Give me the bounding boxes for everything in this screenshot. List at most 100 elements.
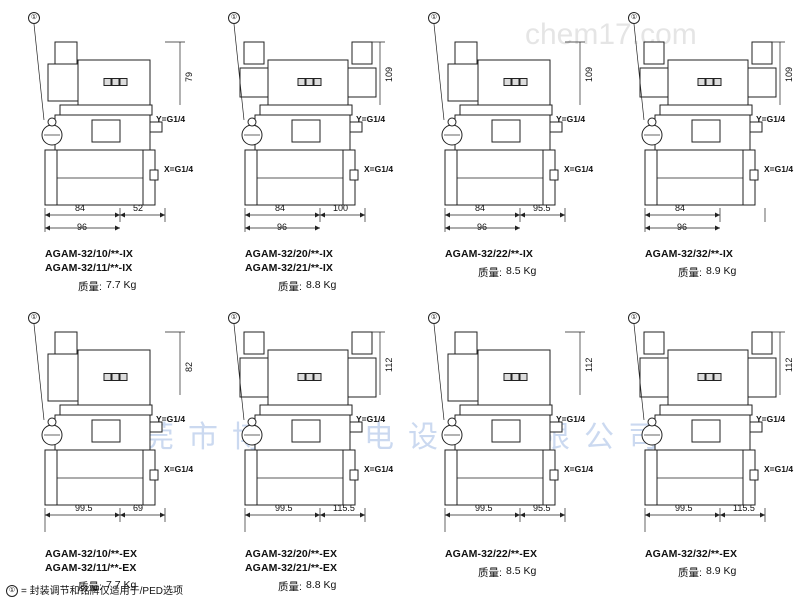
valve-outline-drawing [633,323,785,532]
weight-value: 8.8 Kg [306,279,337,291]
plate-p-icon [305,373,314,381]
dim-line-left-arrow-left [445,512,450,518]
spacer-plate [459,404,553,416]
dim-line-right-arrow-left [120,512,125,518]
solenoid-coil-left [239,67,269,98]
solenoid-coil-right [747,357,777,398]
port-y-label: Y=G1/4 [156,114,186,124]
footnote-marker: ① [6,585,18,598]
model-number: AGAM-32/21/**-EX [245,562,338,574]
weight-label: 质量: [78,581,102,593]
port-x-stub [149,469,159,481]
port-y-stub [549,121,563,133]
ped-option-marker: ① [228,312,240,324]
dim-line-left-arrow-right [515,512,520,518]
valve-outline-drawing [233,23,385,232]
plate-a-icon [103,78,112,86]
valve-outline-drawing [633,23,785,232]
dim-line-right-arrow-left [720,512,725,518]
connector-left-icon [643,41,665,65]
dim-line-bottom-arrow-right [315,225,320,231]
port-x-label: X=G1/4 [564,464,594,474]
dimension-left: 99.5 [75,503,93,513]
port-y-stub [749,121,763,133]
spacer-plate [59,104,153,116]
seal-ball-icon [47,417,57,427]
dimension-bottom: 96 [277,222,288,232]
dimension-left: 99.5 [275,503,293,513]
connector-icon [54,331,78,355]
dim-line-bottom-arrow-left [645,225,650,231]
height-dimension: 112 [584,357,594,372]
pilot-center-block [91,119,121,143]
dim-line-left-arrow-left [45,212,50,218]
model-number: AGAM-32/22/**-EX [445,548,538,560]
plate-a-icon [297,373,306,381]
valve-base-left-flange [644,149,658,206]
dim-line-left-arrow-left [445,212,450,218]
dim-line-right-arrow-right [560,212,565,218]
height-dimension: 109 [384,66,394,82]
dim-line-left-arrow-left [645,512,650,518]
solenoid-coil-left [639,357,669,398]
port-x-stub [349,469,359,481]
model-number: AGAM-32/10/**-IX [45,248,133,260]
dim-line-left-arrow-right [115,512,120,518]
marker-leader-line [33,323,45,421]
port-y-label: Y=G1/4 [756,414,786,424]
plate-a-icon [503,373,512,381]
dimension-bottom: 96 [477,222,488,232]
weight-label: 质量: [478,267,502,279]
weight-label: 质量: [478,567,502,579]
valve-base-body [644,449,756,506]
port-y-stub [149,421,163,433]
connector-right-icon [751,331,773,355]
port-x-stub [749,169,759,181]
ped-option-marker: ① [428,312,440,324]
port-x-stub [549,169,559,181]
dim-line-right-arrow-left [520,512,525,518]
marker-leader-line [233,323,245,421]
weight-value: 7.7 Kg [106,579,137,591]
connector-right-icon [351,41,373,65]
connector-right-icon [751,41,773,65]
port-x-stub [149,169,159,181]
valve-drawing [639,331,777,506]
marker-leader-line [633,323,645,421]
spacer-plate [659,104,753,116]
pilot-center-block [291,119,321,143]
connector-left-icon [643,331,665,355]
port-y-stub [349,121,363,133]
dimension-right: 95.5 [533,503,551,513]
dim-line-right-arrow-left [120,212,125,218]
spacer-plate [259,104,353,116]
valve-base-body [644,149,756,206]
plate-p-icon [511,373,520,381]
dim-line-bottom-arrow-left [45,225,50,231]
plate-a-icon [697,78,706,86]
port-x-label: X=G1/4 [164,464,194,474]
pilot-center-block [291,419,321,443]
dimension-right: 100 [333,203,349,213]
connector-icon [54,41,78,65]
port-y-label: Y=G1/4 [756,114,786,124]
solenoid-coil [47,353,79,402]
weight-value: 7.7 Kg [106,279,137,291]
dim-line-right-arrow-right [560,512,565,518]
dimension-right: 95.5 [533,203,551,213]
seal-ball-icon [247,417,257,427]
dim-line-left-arrow-left [245,212,250,218]
dim-line-right-arrow-left [320,512,325,518]
pilot-center-block [491,119,521,143]
plate-p-icon [111,373,120,381]
dim-line-bottom-arrow-right [515,225,520,231]
port-y-label: Y=G1/4 [556,414,586,424]
model-number: AGAM-32/21/**-IX [245,262,333,274]
dimension-right: 115.5 [733,503,755,513]
